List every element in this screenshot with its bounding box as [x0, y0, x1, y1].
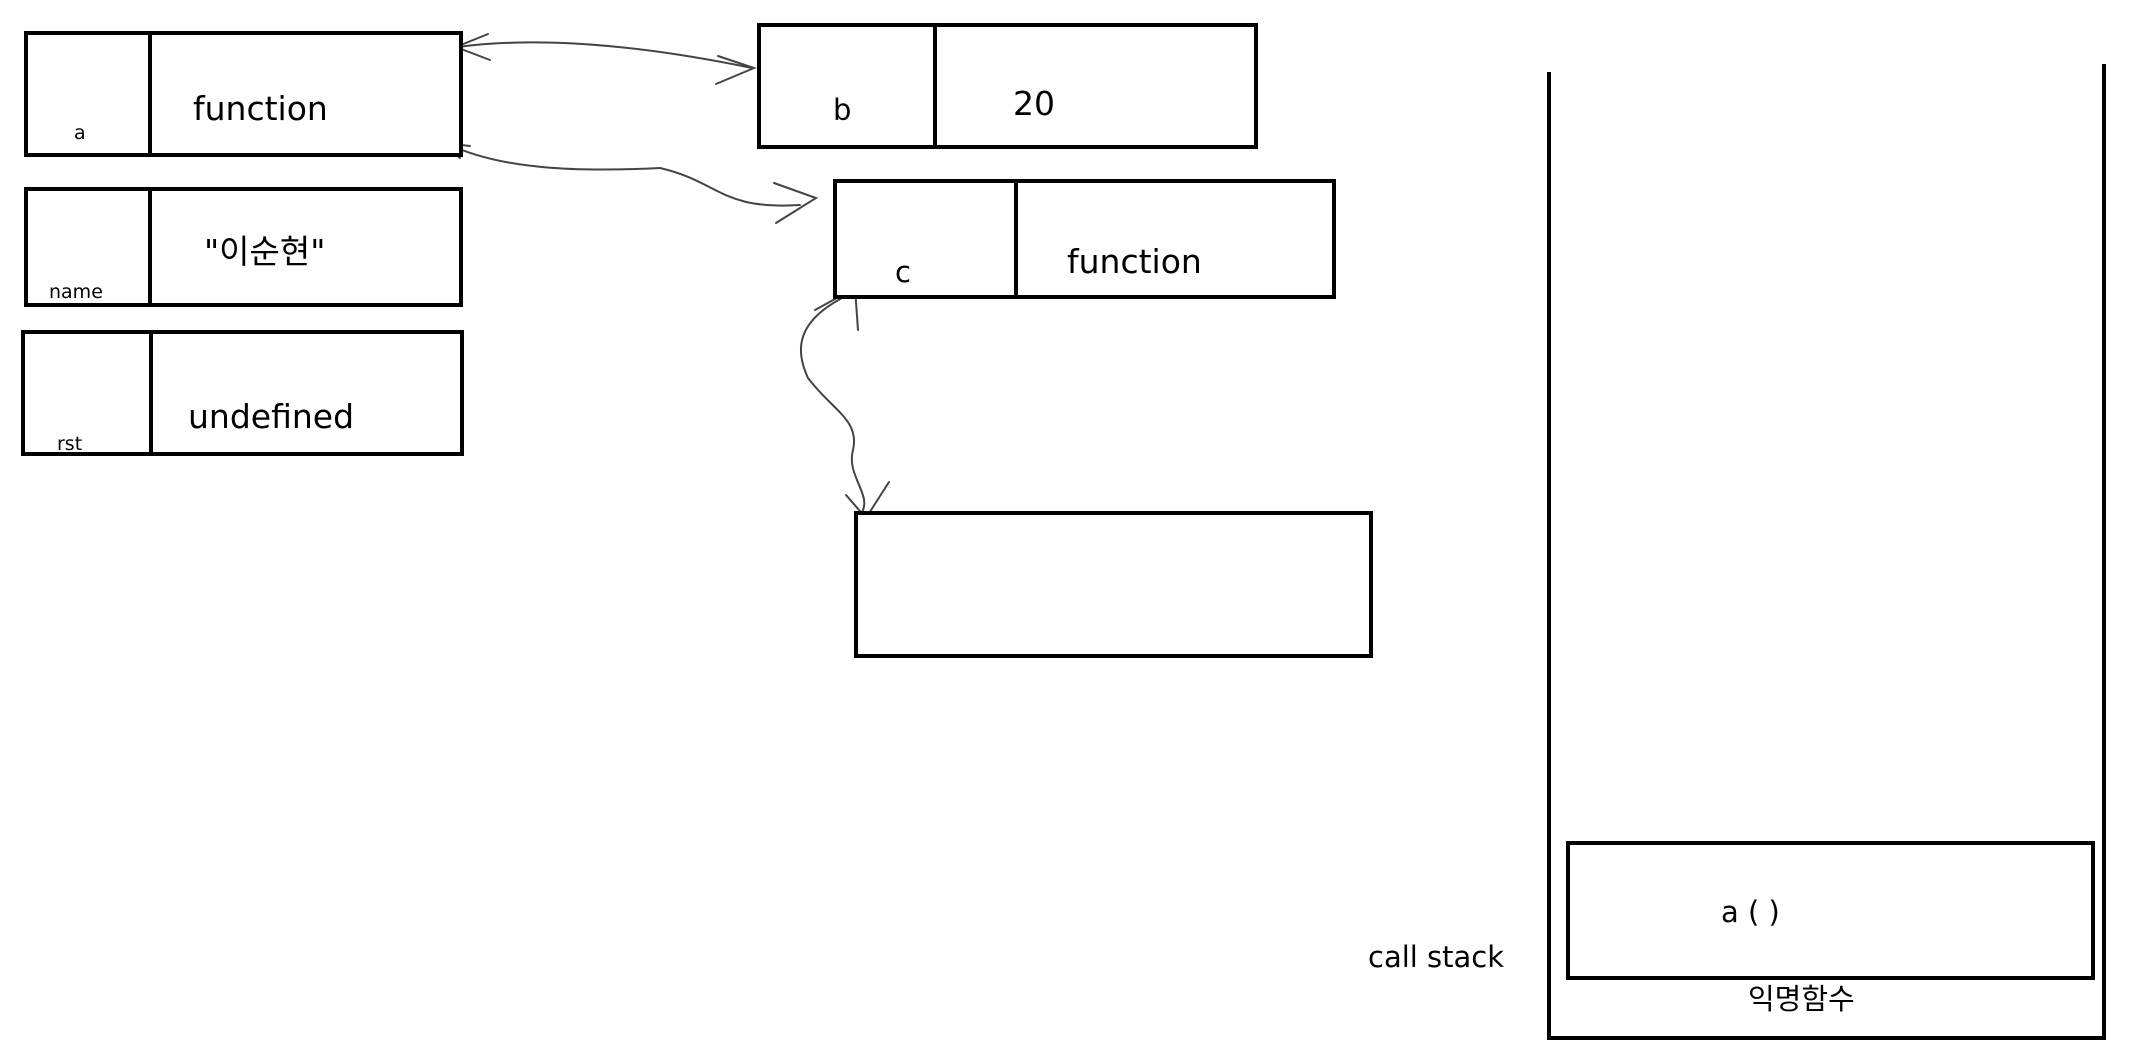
memory-cell-c: c function — [833, 179, 1336, 299]
var-name-c: c — [895, 255, 911, 289]
var-value-name: "이순현" — [204, 232, 326, 271]
var-value-rst: undefined — [188, 397, 355, 436]
cell-divider — [1014, 183, 1018, 295]
call-stack-container — [1547, 64, 2106, 1040]
arrow-a-to-c — [445, 142, 801, 207]
arrowhead-c — [773, 182, 819, 224]
memory-cell-b: b 20 — [757, 23, 1258, 149]
memory-cell-a: a function — [24, 31, 463, 157]
memory-cell-name: name "이순현" — [24, 187, 463, 307]
arrow-c-to-scope — [799, 293, 866, 513]
call-stack-frame-label: a ( ) — [1721, 895, 1780, 929]
arrowhead-b — [715, 55, 757, 85]
cell-divider — [148, 35, 152, 153]
var-name-name: name — [49, 281, 103, 303]
var-value-c: function — [1067, 242, 1202, 281]
cell-divider — [148, 191, 152, 303]
arrow-a-to-b — [457, 41, 753, 69]
call-stack-base-label: 익명함수 — [1748, 982, 1855, 1016]
call-stack-label: call stack — [1368, 940, 1505, 974]
var-value-b: 20 — [1013, 84, 1055, 123]
var-name-a: a — [74, 122, 86, 144]
var-name-b: b — [833, 93, 852, 127]
call-stack-frame: a ( ) — [1566, 841, 2095, 980]
var-value-a: function — [193, 89, 328, 128]
memory-cell-rst: rst undefined — [21, 330, 464, 456]
scope-box-empty — [854, 511, 1373, 658]
var-name-rst: rst — [57, 433, 83, 455]
cell-divider — [149, 334, 153, 452]
cell-divider — [933, 27, 937, 145]
